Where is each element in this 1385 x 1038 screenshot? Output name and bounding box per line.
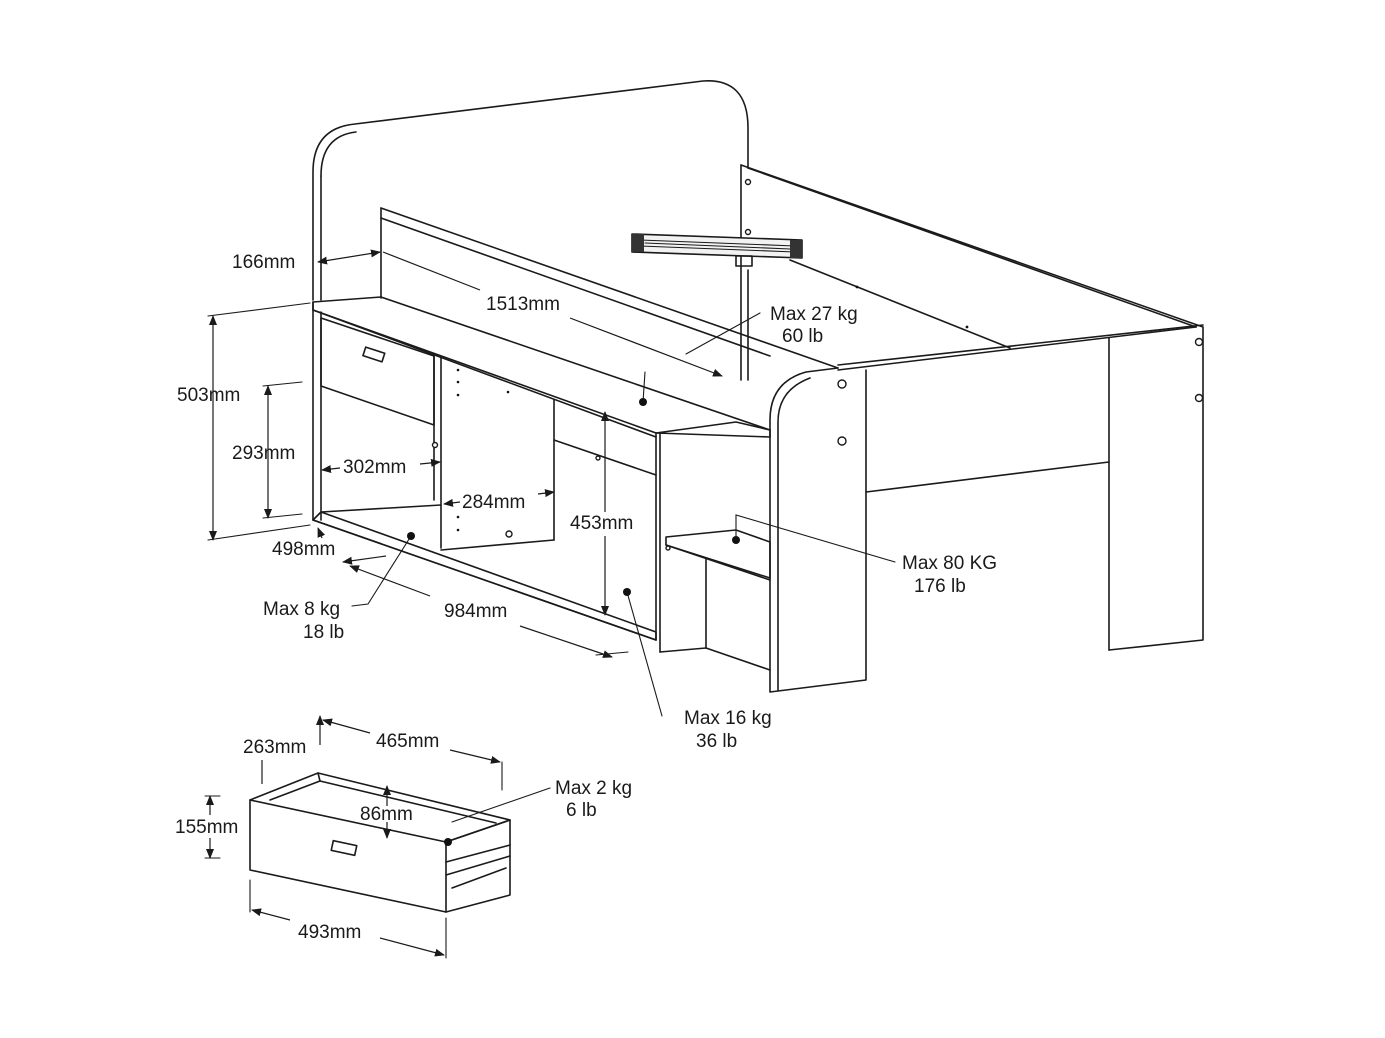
label-load-desk-imperial: 60 lb	[782, 326, 823, 347]
label-load-middle-imperial: 36 lb	[696, 731, 737, 752]
dimension-lines	[204, 249, 723, 959]
label-503mm: 503mm	[177, 385, 240, 406]
label-drawer-465mm: 465mm	[376, 731, 439, 752]
label-load-middle-metric: Max 16 kg	[684, 708, 772, 729]
label-drawer-263mm: 263mm	[243, 737, 306, 758]
headboard	[312, 80, 749, 301]
label-drawer-155mm: 155mm	[175, 817, 238, 838]
load-leaders	[351, 312, 896, 846]
label-drawer-493mm: 493mm	[298, 922, 361, 943]
label-load-bottom-metric: Max 8 kg	[263, 599, 340, 620]
label-load-bed-imperial: 176 lb	[914, 576, 966, 597]
desk-unit	[312, 207, 839, 671]
label-load-drawer-metric: Max 2 kg	[555, 778, 632, 799]
label-166mm: 166mm	[232, 252, 295, 273]
label-drawer-86mm: 86mm	[360, 804, 413, 825]
label-498mm: 498mm	[272, 539, 335, 560]
bed-frame	[740, 164, 1204, 693]
label-load-bottom-imperial: 18 lb	[303, 622, 344, 643]
label-load-desk-metric: Max 27 kg	[770, 304, 858, 325]
label-284mm: 284mm	[462, 492, 525, 513]
label-293mm: 293mm	[232, 443, 295, 464]
metal-bracket	[631, 233, 803, 267]
label-984mm: 984mm	[444, 601, 507, 622]
label-453mm: 453mm	[570, 513, 633, 534]
drawer-detail	[249, 772, 511, 913]
label-302mm: 302mm	[343, 457, 406, 478]
label-load-drawer-imperial: 6 lb	[566, 800, 597, 821]
label-load-bed-metric: Max 80 KG	[902, 553, 997, 574]
label-1513mm: 1513mm	[486, 294, 560, 315]
